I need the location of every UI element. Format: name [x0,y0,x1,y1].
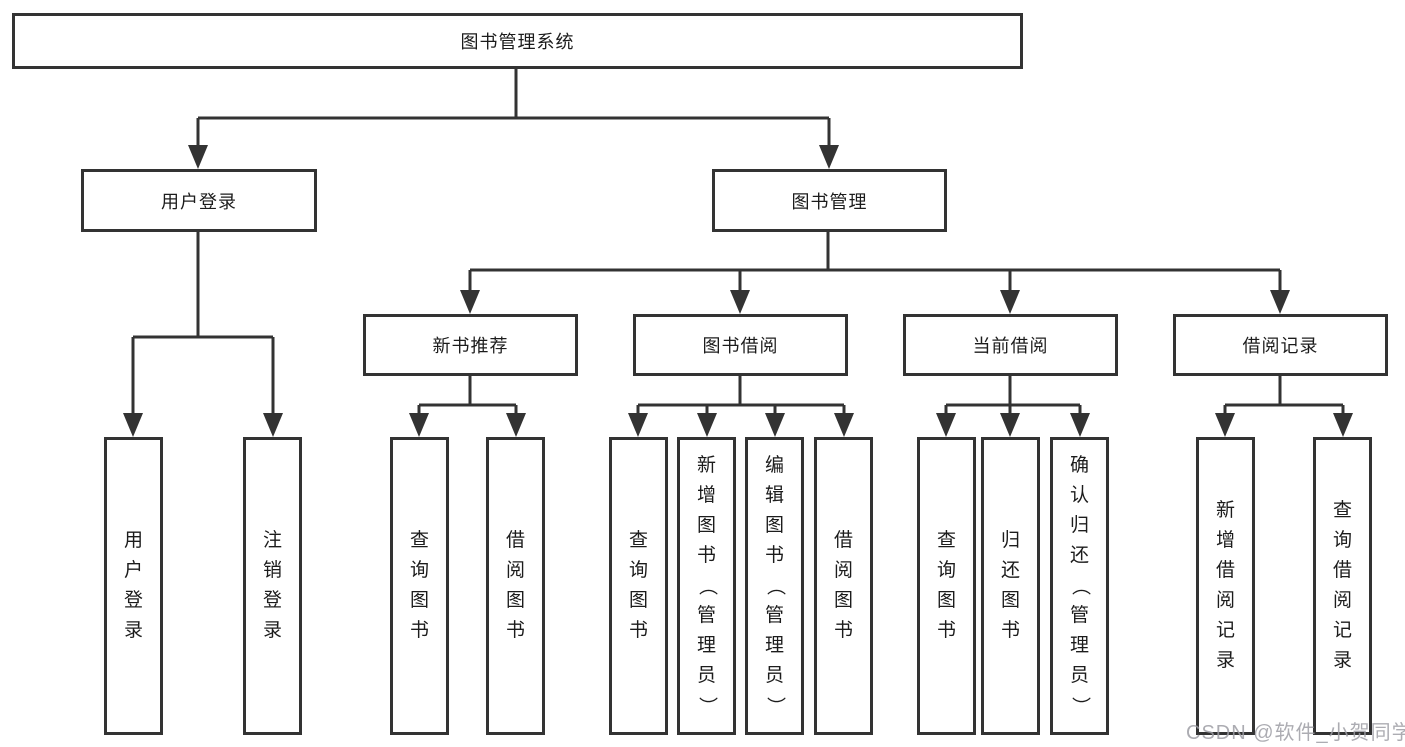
node-new-book-recommend: 新书推荐 [363,314,578,376]
leaf-borrow-books: 借阅图书 [814,437,873,735]
connector-borrow-record-to-leaves [1223,375,1345,416]
connector-book-management-to-level3 [468,232,1282,294]
node-label: 图书管理系统 [460,32,575,52]
leaf-add-books-admin: 新增图书（管理员） [677,437,736,735]
arrowhead-level2 [188,145,839,169]
node-label: 新书推荐 [432,336,509,356]
arrowhead-level3 [460,290,1290,314]
node-book-management: 图书管理 [712,169,947,232]
leaf-query-borrow-record: 查询借阅记录 [1313,437,1372,735]
connector-current-borrow-to-leaves [944,375,1082,416]
connector-line-group [131,68,1345,417]
leaf-confirm-return-admin: 确认归还（管理员） [1050,437,1109,735]
leaf-query-books-recommend: 查询图书 [390,437,449,735]
leaf-return-books: 归还图书 [981,437,1040,735]
node-user-login: 用户登录 [81,169,317,232]
leaf-user-login: 用户登录 [104,437,163,735]
connector-root-to-level2 [196,68,831,150]
connector-new-book-to-leaves [417,375,518,416]
arrowhead-group [123,145,1353,437]
connector-book-borrow-to-leaves [636,375,846,416]
node-label: 借阅记录 [1242,336,1319,356]
node-label: 图书借阅 [702,336,779,356]
leaf-edit-books-admin: 编辑图书（管理员） [745,437,804,735]
leaf-logout: 注销登录 [243,437,302,735]
leaf-borrow-books-recommend: 借阅图书 [486,437,545,735]
csdn-watermark: CSDN @软件_小贺同学 [1186,722,1405,744]
connector-user-login-to-leaves [131,232,275,417]
node-label: 当前借阅 [972,336,1049,356]
node-label: 用户登录 [161,191,237,212]
node-borrow-records: 借阅记录 [1173,314,1388,376]
leaf-query-books-current: 查询图书 [917,437,976,735]
leaf-add-borrow-record: 新增借阅记录 [1196,437,1255,735]
node-book-borrow: 图书借阅 [633,314,848,376]
node-library-management-system: 图书管理系统 [12,13,1023,69]
node-current-borrow: 当前借阅 [903,314,1118,376]
arrowhead-leaves [123,413,1353,437]
leaf-query-books-borrow: 查询图书 [609,437,668,735]
node-label: 图书管理 [791,191,868,212]
